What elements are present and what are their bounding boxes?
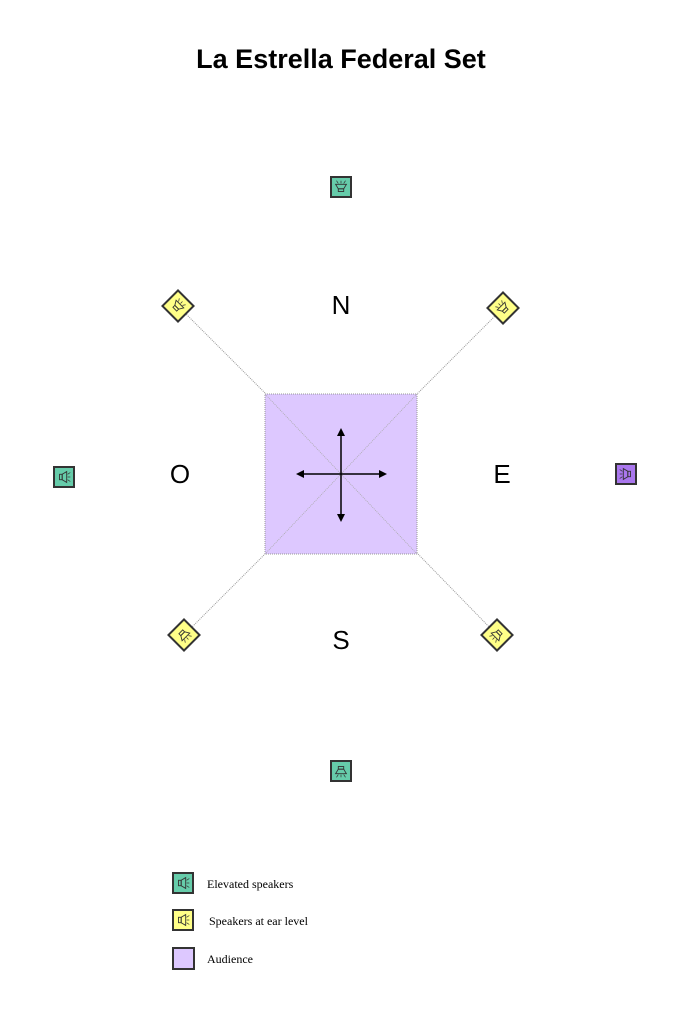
guide-line-southeast — [416, 552, 498, 636]
direction-arrows — [296, 428, 387, 522]
legend-swatch-audience — [172, 947, 195, 970]
compass-west: O — [170, 459, 190, 489]
diagram-title: La Estrella Federal Set — [196, 44, 486, 74]
legend-swatch-elevated — [172, 872, 194, 894]
speaker-northeast-ear — [486, 291, 520, 325]
legend-label-audience: Audience — [207, 952, 253, 966]
compass-south: S — [332, 625, 349, 655]
speaker-southeast-ear — [480, 618, 514, 652]
legend-label-ear-level: Speakers at ear level — [209, 914, 309, 928]
guide-line-northeast — [416, 307, 504, 395]
legend-item-ear-level: Speakers at ear level — [172, 909, 309, 931]
speaker-southwest-ear — [167, 618, 201, 652]
guide-line-northwest — [177, 305, 267, 395]
speaker-south-elevated — [330, 760, 352, 782]
speaker-northwest-ear — [161, 289, 195, 323]
speaker-north-elevated — [330, 176, 352, 198]
speaker-east — [615, 463, 637, 485]
legend: Elevated speakers Speakers at ear level … — [172, 872, 309, 970]
legend-swatch-ear-level — [172, 909, 194, 931]
speaker-west-elevated — [53, 466, 75, 488]
compass-north: N — [332, 290, 351, 320]
legend-item-elevated: Elevated speakers — [172, 872, 294, 894]
compass-east: E — [493, 459, 510, 489]
legend-item-audience: Audience — [172, 947, 253, 970]
guide-line-southwest — [183, 552, 267, 636]
guide-lines — [177, 305, 504, 636]
legend-label-elevated: Elevated speakers — [207, 877, 294, 891]
